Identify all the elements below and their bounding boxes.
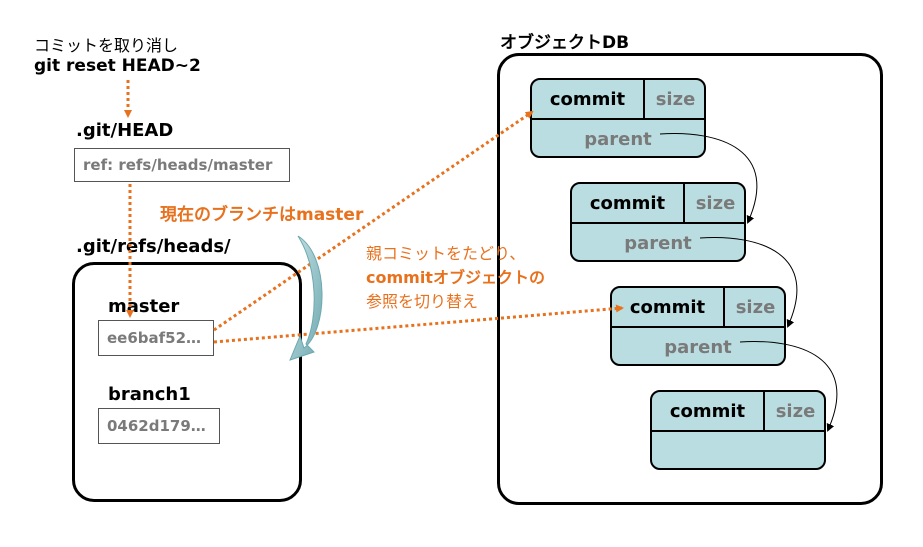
commit-parent: parent [624,232,692,254]
current-branch-note: 現在のブランチはmaster [160,205,364,225]
switch-curve-arrow [289,235,323,361]
switch-note-line2: commitオブジェクトの [366,268,545,287]
commit-header [612,288,784,328]
objectdb-title: オブジェクトDB [500,33,630,53]
commit-label: commit [572,184,685,222]
commit-object-4: commit size [650,390,826,470]
refs-container [72,262,302,502]
switch-note-line3: 参照を切り替え [366,292,479,311]
head-value: ref: refs/heads/master [83,156,273,174]
commit-parent: parent [664,336,732,358]
commit-size: size [695,192,736,214]
commit-object-2: commit size parent [570,182,746,262]
branch-hash-master-box: ee6baf52… [98,320,214,356]
command-text: git reset HEAD~2 [34,56,201,76]
commit-object-1: commit size parent [530,78,706,158]
commit-object-3: commit size parent [610,286,786,366]
arrow-master-to-commit-1 [213,110,534,332]
switch-note-line1: 親コミットをたどり、 [366,244,526,263]
commit-header [532,80,704,120]
commit-header [652,392,824,432]
commit-header [572,184,744,224]
command-description: コミットを取り消し [34,36,179,55]
branch-hash-master: ee6baf52… [107,329,202,347]
commit-label: commit [612,288,725,326]
commit-size: size [735,296,776,318]
refs-title: .git/refs/heads/ [76,236,231,257]
branch-name-master: master [108,296,180,317]
parent-link-1-2 [659,133,758,224]
head-title: .git/HEAD [76,120,174,141]
arrow-master-to-commit-3 [213,304,624,344]
branch-name-branch1: branch1 [108,384,191,405]
branch-hash-branch1: 0462d179… [107,417,206,435]
commit-parent: parent [584,128,652,150]
branch-hash-branch1-box: 0462d179… [98,408,220,444]
parent-link-3-4 [739,341,838,432]
commit-label: commit [532,80,645,118]
parent-link-2-3 [699,237,798,328]
commit-size: size [775,400,816,422]
commit-label: commit [652,392,765,430]
commit-size: size [655,88,696,110]
head-value-box: ref: refs/heads/master [74,148,290,182]
